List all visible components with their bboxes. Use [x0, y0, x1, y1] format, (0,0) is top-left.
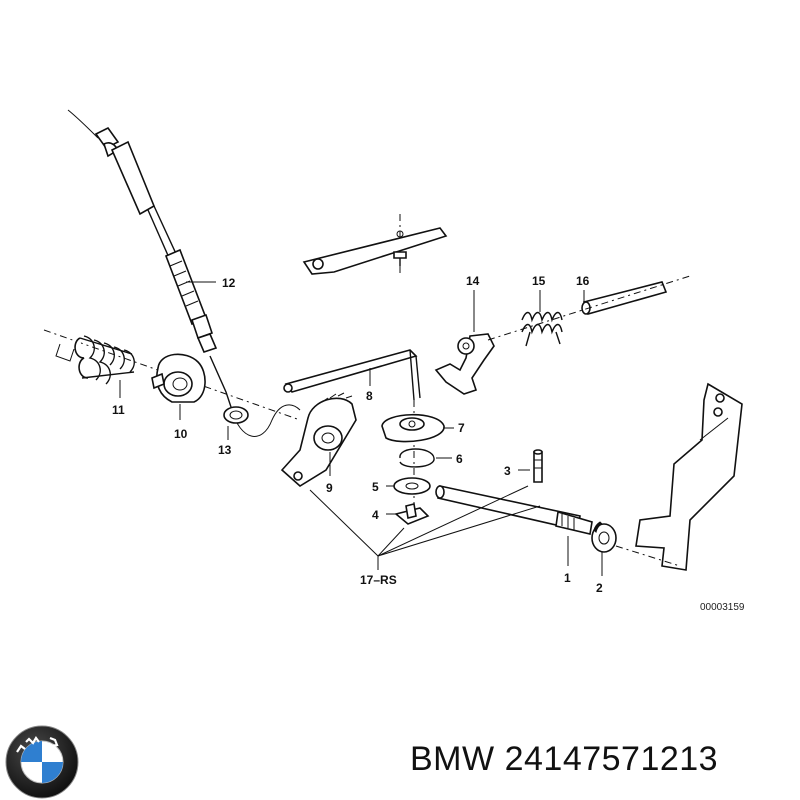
- spring-part: [43, 329, 301, 421]
- part-number-label: 24147571213: [504, 740, 719, 778]
- cable-assembly-part: [67, 109, 233, 411]
- callout-labels: 12 11 10 13 14 15 16 8 7 6 5 4 3 9 1 2 1…: [112, 274, 745, 613]
- cable-end-clip-part: [223, 404, 301, 437]
- callout-5: 5: [372, 480, 379, 494]
- clip-4-part: [394, 503, 430, 525]
- pin-16-part: [487, 275, 691, 341]
- bmw-logo-icon: [5, 725, 79, 799]
- callout-7: 7: [458, 421, 465, 435]
- pin-3-part: [533, 449, 543, 483]
- upper-bracket-part: [302, 214, 448, 276]
- bushing-part: [151, 353, 206, 403]
- callout-10: 10: [174, 427, 188, 441]
- callout-13: 13: [218, 443, 232, 457]
- callout-12: 12: [222, 276, 236, 290]
- brand-label: BMW: [410, 740, 495, 778]
- callout-2: 2: [596, 581, 603, 595]
- callout-3: 3: [504, 464, 511, 478]
- shaft-1-part: [435, 485, 593, 535]
- callout-4: 4: [372, 508, 379, 522]
- callout-6: 6: [456, 452, 463, 466]
- callout-16: 16: [576, 274, 590, 288]
- lever-9-part: [280, 392, 357, 487]
- callout-14: 14: [466, 274, 480, 288]
- callout-11: 11: [112, 403, 125, 417]
- pedal-bracket-part: [615, 382, 743, 571]
- callout-1: 1: [564, 571, 571, 585]
- link-rod-part: [283, 349, 421, 401]
- bushing-2-part: [591, 521, 617, 553]
- callout-8: 8: [366, 389, 373, 403]
- spring-15-part: [521, 311, 563, 347]
- lever-14-part: [434, 333, 495, 395]
- leader-lines: [119, 281, 603, 576]
- washer-5-part: [393, 477, 431, 495]
- callout-9: 9: [326, 481, 333, 495]
- reference-code: 00003159: [700, 602, 745, 613]
- callout-17-rs: 17–RS: [360, 573, 397, 587]
- washer-7-part: [381, 400, 445, 520]
- callout-15: 15: [532, 274, 546, 288]
- circlip-6-part: [399, 448, 435, 468]
